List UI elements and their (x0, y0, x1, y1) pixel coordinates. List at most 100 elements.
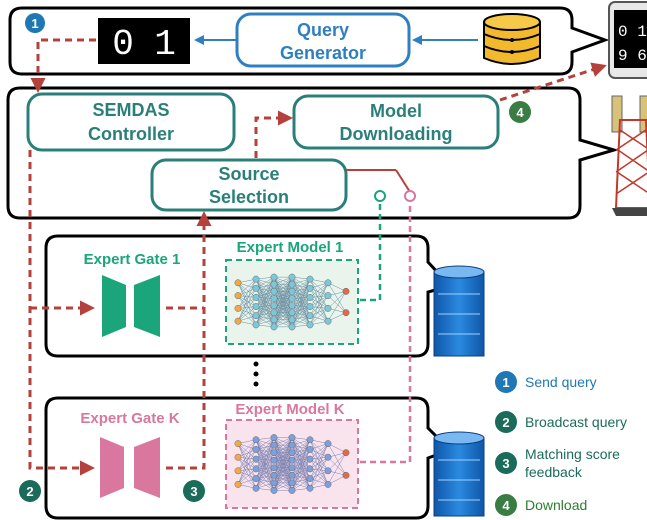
legend-item-download: 4 Download (495, 494, 587, 516)
network-node (252, 321, 260, 329)
network-edge (237, 279, 257, 309)
svg-text:1: 1 (502, 375, 509, 390)
network-edge (327, 295, 347, 313)
expert-model-k-network-frame (225, 419, 359, 509)
network-edge (237, 295, 257, 316)
network-edge (255, 284, 275, 298)
model-1-to-switch-path (360, 202, 382, 302)
network-edge (309, 439, 329, 458)
network-edge (309, 449, 329, 471)
model-downloading-box: Model Downloading (292, 94, 500, 150)
network-edge (309, 297, 329, 309)
network-node (252, 465, 260, 473)
network-node (342, 449, 350, 457)
svg-text:Downloading: Downloading (340, 124, 453, 144)
svg-text:SEMDAS: SEMDAS (92, 100, 169, 120)
selection-to-download-path (254, 110, 293, 158)
network-node (288, 287, 296, 295)
network-node (234, 480, 242, 488)
network-edge (255, 305, 275, 316)
network-edge (237, 449, 257, 485)
network-edge (291, 449, 311, 468)
step-3-badge: 3 (183, 480, 205, 502)
svg-text:2: 2 (502, 415, 509, 430)
network-edge (309, 439, 329, 471)
network-edge (237, 295, 257, 325)
expert-model-k-network (234, 434, 350, 494)
network-node (270, 464, 278, 472)
expert-gate-k-label: Expert Gate K (80, 410, 179, 427)
network-node (306, 455, 314, 463)
network-node (306, 294, 314, 301)
network-edge (237, 449, 257, 471)
network-edge (309, 288, 329, 322)
network-edge (291, 297, 311, 313)
network-edge (255, 452, 275, 479)
network-edge (237, 282, 257, 307)
svg-text:Controller: Controller (88, 124, 174, 144)
network-node (306, 465, 314, 473)
database-icon (483, 13, 541, 65)
network-edge (237, 439, 257, 471)
network-edge (273, 312, 293, 328)
network-node (270, 273, 278, 281)
network-edge (291, 478, 311, 491)
network-edge (237, 288, 257, 322)
network-edge (291, 306, 311, 328)
network-edge (255, 437, 275, 460)
network-edge (327, 443, 347, 476)
network-node (234, 453, 242, 461)
svg-text:1: 1 (154, 24, 176, 65)
network-node (288, 316, 296, 324)
network-edge (273, 305, 293, 328)
network-edge (309, 282, 329, 325)
step-2-badge: 2 (19, 480, 41, 502)
network-edge (291, 439, 311, 476)
network-edge (309, 443, 329, 489)
network-edge (291, 449, 311, 476)
network-node (252, 303, 260, 310)
phone-icon: 0 1 9 6 (608, 1, 647, 79)
network-edge (309, 295, 329, 325)
network-edge (291, 297, 311, 328)
network-edge (309, 457, 329, 479)
network-edge (291, 439, 311, 461)
network-edge (309, 279, 329, 322)
network-edge (237, 443, 257, 489)
network-edge (255, 291, 275, 316)
network-edge (291, 439, 311, 468)
network-node (342, 309, 350, 317)
network-node (270, 302, 278, 309)
expert-gate-1-shape (102, 275, 160, 337)
svg-text:Model: Model (370, 101, 422, 121)
network-edge (291, 288, 311, 313)
network-edge (237, 458, 257, 472)
semdas-controller-box: SEMDAS Controller (26, 92, 236, 152)
network-node (270, 487, 278, 494)
svg-text:3: 3 (190, 484, 197, 499)
network-node (252, 284, 260, 292)
network-node (252, 312, 260, 320)
network-node (270, 280, 278, 288)
svg-text:9 6: 9 6 (618, 47, 647, 65)
network-edge (237, 443, 257, 460)
network-edge (309, 449, 329, 485)
network-node (252, 455, 260, 463)
network-edge (237, 297, 257, 322)
svg-text:2: 2 (26, 484, 33, 499)
svg-text:Download: Download (525, 497, 587, 513)
network-edge (237, 439, 257, 485)
network-edge (327, 457, 347, 476)
svg-text:Generator: Generator (280, 43, 366, 63)
network-node (324, 304, 332, 312)
network-edge (255, 298, 275, 325)
network-node (270, 316, 278, 324)
network-edge (237, 278, 257, 296)
source-selection-box: Source Selection (150, 158, 348, 212)
network-edge (237, 282, 257, 298)
network-edge (291, 437, 311, 460)
network-node (324, 480, 332, 488)
network-edge (237, 279, 257, 322)
network-edge (273, 276, 293, 306)
query-generator-box: Query Generator (235, 12, 411, 68)
